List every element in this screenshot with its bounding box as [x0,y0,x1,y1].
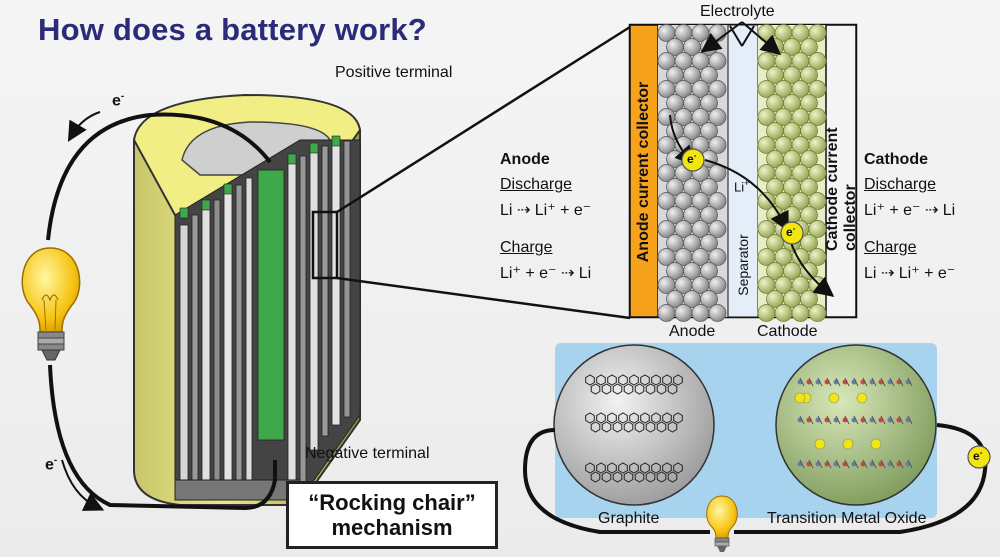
anode-bottom-label: Anode [669,323,716,340]
anode-discharge-equation: Li ⇢ Li⁺ + e⁻ [500,202,592,219]
zoom-line-top [336,25,631,214]
electron-flow-arrow-bottom [61,459,105,511]
light-bulb-icon [21,247,81,361]
circuit-wire-top [46,112,272,241]
graphite-label: Graphite [598,510,660,527]
material-panel [553,343,937,518]
rocking-chair-line1: “Rocking chair” [308,490,476,515]
anode-discharge-label: Discharge [500,176,573,193]
small-bulb-icon [706,495,738,552]
cathode-discharge-equation: Li⁺ + e⁻ ⇢ Li [864,202,956,219]
electron-flow-arrow-top [67,111,101,142]
cathode-charge-equation: Li ⇢ Li⁺ + e⁻ [864,265,956,282]
separator-label: Separator [735,234,751,296]
negative-terminal-label: Negative terminal [305,445,430,462]
rocking-chair-line2: mechanism [331,515,453,540]
tmo-label: Transition Metal Oxide [767,510,927,527]
anode-charge-equation: Li⁺ + e⁻ ⇢ Li [500,265,592,282]
electron-label-bottom: e- [45,455,58,474]
electron-label-right: e- [973,448,983,463]
circuit-wire-bottom-left [522,428,710,534]
graphite-sphere [553,344,715,506]
electrolyte-label: Electrolyte [700,3,775,20]
page-title: How does a battery work? [38,12,427,47]
positive-terminal-label: Positive terminal [335,64,453,81]
electron-label-cathode: e- [786,224,796,239]
anode-charge-label: Charge [500,239,553,256]
anode-collector-label: Anode current collector [635,81,652,263]
cathode-charge-label: Charge [864,239,917,256]
zoomed-cell [628,21,858,322]
rocking-chair-box: “Rocking chair” mechanism [286,481,498,549]
zoom-line-bottom [336,276,631,320]
li-ion-label: Li+ [734,178,750,195]
cylindrical-cell [132,93,362,506]
cathode-bottom-label: Cathode [757,323,818,340]
electron-label-anode: e- [687,151,697,166]
anode-heading: Anode [500,151,550,168]
circuit-wire-bottom [48,364,277,511]
cathode-collector-label: Cathode current collector [824,127,859,251]
electron-label-top: e- [112,91,125,110]
cathode-heading: Cathode [864,151,928,168]
tmo-sphere [775,344,937,506]
cathode-discharge-label: Discharge [864,176,937,193]
circuit-wire-bottom-right [734,423,988,534]
electron-marker-right [967,445,991,469]
